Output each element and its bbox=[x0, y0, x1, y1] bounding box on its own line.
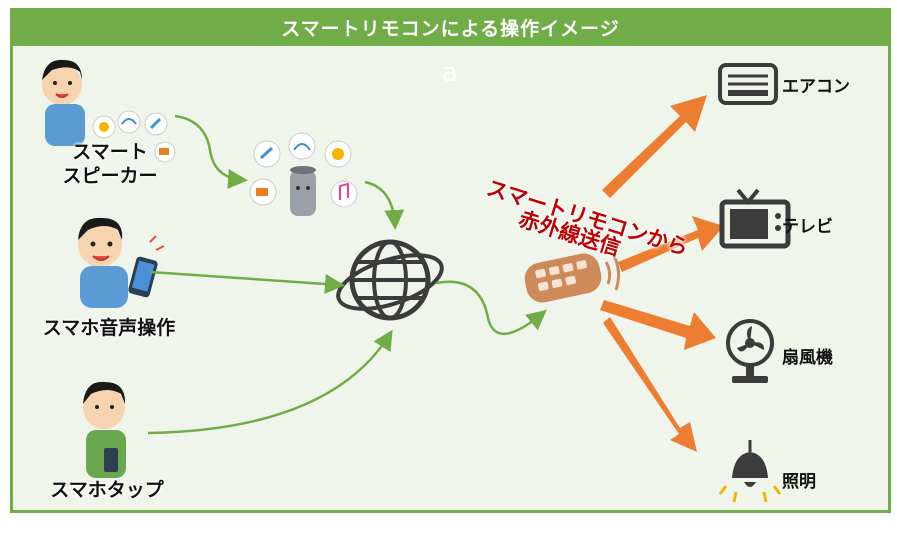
ir-arrows bbox=[600, 95, 724, 452]
lamp-icon bbox=[718, 440, 782, 503]
label-voice-control: スマホ音声操作 bbox=[42, 317, 176, 339]
label-tap-control: スマホタップ bbox=[50, 479, 164, 501]
person-smart-speaker-icon bbox=[42, 59, 85, 146]
device-label-aircon: エアコン bbox=[782, 77, 850, 97]
internet-globe-icon bbox=[336, 239, 444, 321]
air-conditioner-icon bbox=[718, 63, 778, 105]
person-voice-icon bbox=[78, 217, 165, 308]
label-smart-speaker-line2: スピーカー bbox=[62, 165, 158, 187]
person-tap-icon bbox=[83, 381, 126, 478]
speech-bubbles-icon bbox=[92, 110, 176, 163]
device-label-tv: テレビ bbox=[782, 217, 833, 237]
device-label-fan: 扇風機 bbox=[782, 348, 833, 368]
flow-arrows bbox=[147, 114, 547, 435]
stray-character: a bbox=[442, 58, 458, 88]
label-smart-speaker-line1: スマート bbox=[72, 141, 148, 163]
smart-speaker-icon bbox=[249, 132, 358, 216]
label-smart-speaker: スマート スピーカー bbox=[62, 140, 158, 188]
device-label-light: 照明 bbox=[782, 472, 816, 492]
fan-icon bbox=[726, 319, 774, 383]
tv-icon bbox=[719, 188, 791, 249]
diagram-title: スマートリモコンによる操作イメージ bbox=[10, 8, 891, 46]
smart-remote-icon bbox=[524, 253, 621, 303]
